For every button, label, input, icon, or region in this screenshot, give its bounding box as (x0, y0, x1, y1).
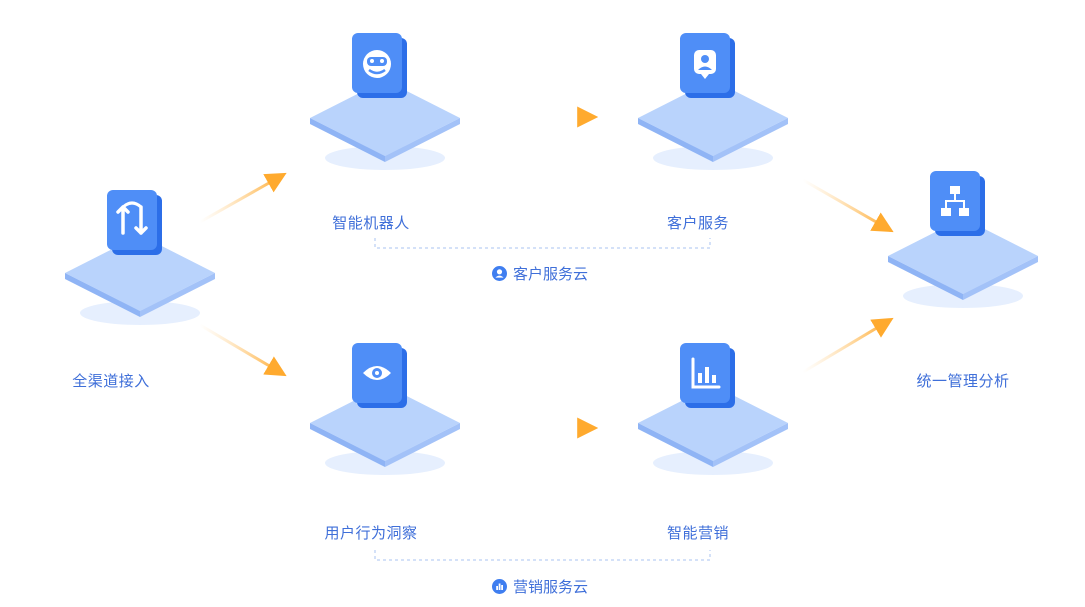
marketing-cloud-label: 营销服务云 (491, 576, 589, 597)
node-access-label: 全渠道接入 (72, 372, 150, 390)
arrow-access-to-robot (199, 172, 287, 224)
arrow-service-to-analysis (802, 178, 894, 233)
chart-circle-icon (491, 579, 507, 594)
node-marketing-graphic (638, 343, 788, 475)
flow-arrows (199, 106, 894, 439)
node-insight-label: 用户行为洞察 (324, 524, 418, 542)
node-analysis-graphic (888, 171, 1038, 308)
node-insight[interactable] (305, 335, 465, 485)
marketing-cloud-text: 营销服务云 (512, 578, 589, 596)
arrow-access-to-insight (199, 323, 287, 377)
node-service[interactable] (633, 30, 793, 180)
eye-icon (352, 343, 407, 408)
node-service-label: 客户服务 (666, 214, 730, 232)
arrows-swap-icon (107, 190, 162, 255)
arrow-marketing-to-analysis (802, 317, 894, 374)
robot-icon (352, 33, 407, 98)
customer-cloud-text: 客户服务云 (512, 265, 589, 283)
node-access[interactable] (60, 185, 220, 335)
bar-chart-icon (680, 343, 735, 408)
org-chart-icon (930, 171, 985, 236)
agent-icon (680, 33, 735, 98)
node-marketing-label: 智能营销 (666, 524, 730, 542)
node-robot-graphic (310, 33, 460, 170)
node-analysis-label: 统一管理分析 (916, 372, 1010, 390)
group-brackets (374, 238, 711, 561)
node-insight-graphic (310, 343, 460, 475)
node-marketing[interactable] (633, 335, 793, 485)
node-robot[interactable] (305, 30, 465, 180)
user-circle-icon (491, 266, 507, 281)
node-analysis[interactable] (883, 168, 1043, 318)
customer-cloud-label: 客户服务云 (491, 263, 589, 284)
node-robot-label: 智能机器人 (332, 214, 410, 232)
node-service-graphic (638, 33, 788, 170)
marketing-cloud-bracket (374, 550, 711, 561)
node-access-graphic (65, 190, 215, 325)
customer-cloud-bracket (374, 238, 711, 249)
